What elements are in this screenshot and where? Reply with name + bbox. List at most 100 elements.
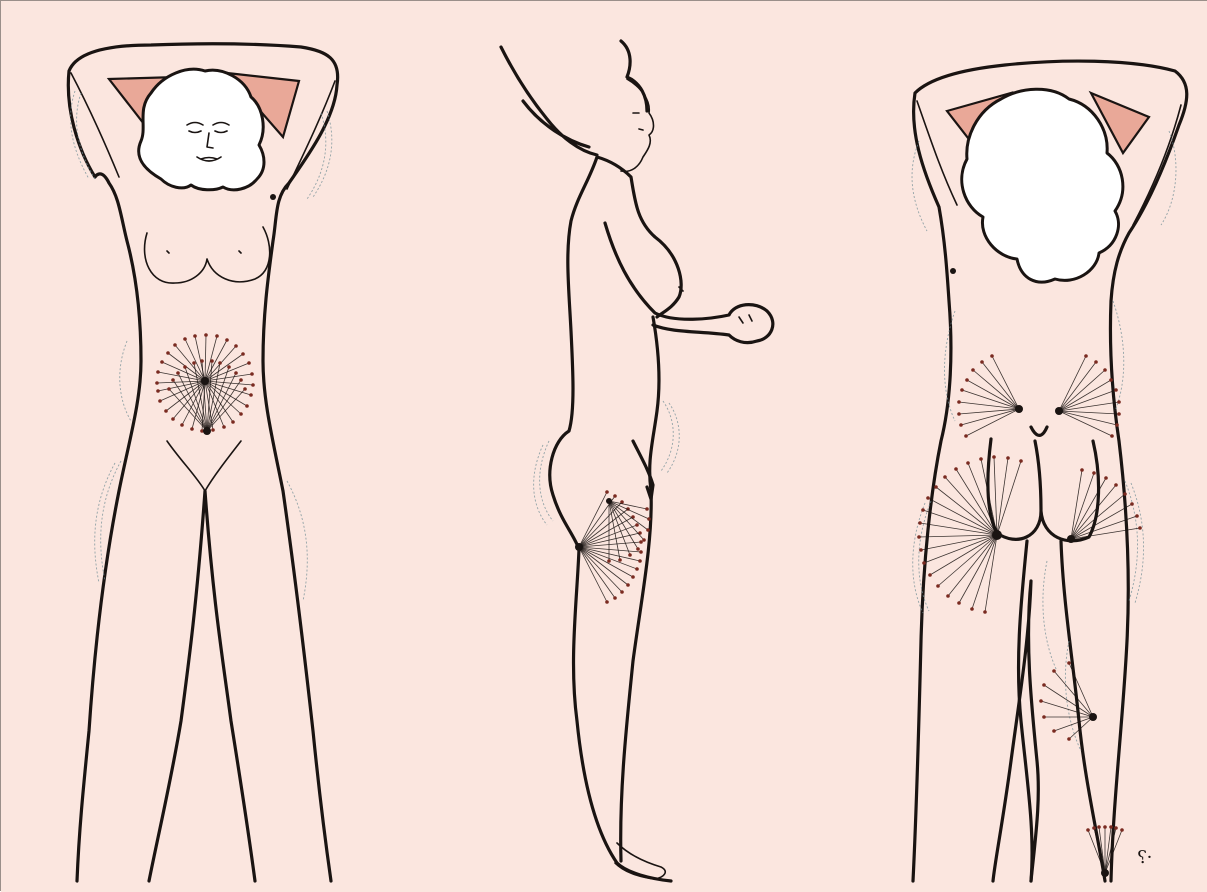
back-ankle-ray-tip <box>1092 826 1096 830</box>
side-upper-ray-tip <box>618 558 622 562</box>
side-hip-ray-tip <box>639 540 643 544</box>
back-right-gluteal-ray-tip <box>1138 526 1142 530</box>
front-navel-ray-tip <box>251 383 255 387</box>
front-pubic-ray-tip <box>218 361 222 365</box>
side-upper-ray-tip <box>642 538 646 542</box>
back-right-gluteal-ray-tip <box>1092 471 1096 475</box>
back-left-gluteal-ray-tip <box>966 461 970 465</box>
back-knee-ray-tip <box>1067 737 1071 741</box>
front-navel-ray-tip <box>234 344 238 348</box>
back-left-gluteal-ray-tip <box>918 521 922 525</box>
back-right-lumbar-ray-tip <box>1103 368 1107 372</box>
front-navel-ray-tip <box>173 343 177 347</box>
back-right-gluteal-ray-tip <box>1080 468 1084 472</box>
back-left-lumbar-ray-tip <box>964 434 968 438</box>
back-right-lumbar-ray-tip <box>1109 378 1113 382</box>
back-ankle-ray-tip <box>1109 825 1113 829</box>
front-navel-ray-tip <box>164 409 168 413</box>
back-right-lumbar-ray-tip <box>1084 354 1088 358</box>
back-left-gluteal-ray-tip <box>954 467 958 471</box>
side-hip-ray-tip <box>605 600 609 604</box>
side-hip-ray-tip <box>635 567 639 571</box>
back-left-armpit-dot <box>950 268 956 274</box>
back-left-lumbar-ray-tip <box>980 360 984 364</box>
side-hip-ray-tip <box>635 523 639 527</box>
front-navel-ray-tip <box>239 412 243 416</box>
back-ankle-ray-tip <box>1103 825 1107 829</box>
artist-signature: ⸮· <box>1137 847 1152 868</box>
back-right-gluteal-ray-tip <box>1123 492 1127 496</box>
back-knee-ray-tip <box>1042 715 1046 719</box>
back-left-lumbar-ray-tip <box>990 354 994 358</box>
front-pubic-ray-tip <box>192 361 196 365</box>
back-left-gluteal-ray-tip <box>946 594 950 598</box>
back-knee-ray-tip <box>1052 669 1056 673</box>
front-pubic-ray-tip <box>243 387 247 391</box>
back-left-gluteal-ray-tip <box>992 455 996 459</box>
front-pubic-ray-tip <box>234 371 238 375</box>
back-left-lumbar-ray-tip <box>959 423 963 427</box>
front-navel-ray-tip <box>160 360 164 364</box>
back-left-lumbar-ray-tip <box>965 378 969 382</box>
back-right-gluteal-ray-tip <box>1135 514 1139 518</box>
side-upper-ray-tip <box>645 507 649 511</box>
side-upper-ray-tip <box>607 559 611 563</box>
front-navel-ray-tip <box>204 333 208 337</box>
back-right-gluteal-ray-tip <box>1114 483 1118 487</box>
side-hip-ray-tip <box>620 590 624 594</box>
back-right-gluteal-ray-tip <box>1104 476 1108 480</box>
front-pubic-ray-tip <box>227 365 231 369</box>
side-hip-ray-tip <box>626 583 630 587</box>
back-left-lumbar-ray-tip <box>957 400 961 404</box>
front-navel-ray-tip <box>245 404 249 408</box>
side-upper-ray-tip <box>636 547 640 551</box>
back-ankle-ray-tip <box>1097 825 1101 829</box>
back-knee-ray-tip <box>1039 699 1043 703</box>
side-upper-ray-tip <box>647 517 651 521</box>
side-hip-hub <box>575 543 583 551</box>
back-right-lumbar-ray-tip <box>1117 400 1121 404</box>
front-pubic-ray-tip <box>239 378 243 382</box>
back-left-gluteal-ray-tip <box>919 548 923 552</box>
front-navel-ray-tip <box>249 393 253 397</box>
back-left-gluteal-hub <box>992 530 1002 540</box>
back-left-gluteal-ray-tip <box>934 485 938 489</box>
back-right-lumbar-ray-tip <box>1114 388 1118 392</box>
back-left-gluteal-ray-tip <box>979 457 983 461</box>
back-ankle-hub <box>1101 869 1109 877</box>
back-left-lumbar-hub <box>1015 405 1023 413</box>
back-left-gluteal-ray-tip <box>917 535 921 539</box>
front-navel-ray-tip <box>247 361 251 365</box>
front-navel-ray-tip <box>155 381 159 385</box>
front-navel-ray-tip <box>211 428 215 432</box>
front-navel-ray-tip <box>156 389 160 393</box>
back-knee-ray-tip <box>1067 661 1071 665</box>
front-navel-ray-tip <box>180 423 184 427</box>
side-hip-ray-tip <box>638 559 642 563</box>
back-left-gluteal-ray-tip <box>936 584 940 588</box>
side-hip-ray-tip <box>613 494 617 498</box>
back-left-gluteal-ray-tip <box>926 496 930 500</box>
back-left-gluteal-ray-tip <box>1019 459 1023 463</box>
side-upper-hub <box>606 498 612 504</box>
back-right-gluteal-ray-tip <box>1130 502 1134 506</box>
back-knee-ray-tip <box>1052 729 1056 733</box>
front-pubic-ray-tip <box>167 387 171 391</box>
back-left-gluteal-ray-tip <box>957 601 961 605</box>
back-ankle-ray-tip <box>1086 828 1090 832</box>
back-left-gluteal-ray-tip <box>928 573 932 577</box>
back-left-gluteal-ray-tip <box>921 508 925 512</box>
back-right-lumbar-hub <box>1055 407 1063 415</box>
front-navel-ray-tip <box>225 338 229 342</box>
front-navel-ray-tip <box>171 417 175 421</box>
front-navel-ray-tip <box>190 427 194 431</box>
back-right-lumbar-ray-tip <box>1094 360 1098 364</box>
back-left-lumbar-ray-tip <box>957 412 961 416</box>
front-pubic-ray-tip <box>183 365 187 369</box>
front-pubic-ray-tip <box>200 359 204 363</box>
front-navel-ray-tip <box>156 370 160 374</box>
back-right-lumbar-ray-tip <box>1110 434 1114 438</box>
back-left-gluteal-ray-tip <box>970 607 974 611</box>
back-right-lumbar-ray-tip <box>1117 412 1121 416</box>
